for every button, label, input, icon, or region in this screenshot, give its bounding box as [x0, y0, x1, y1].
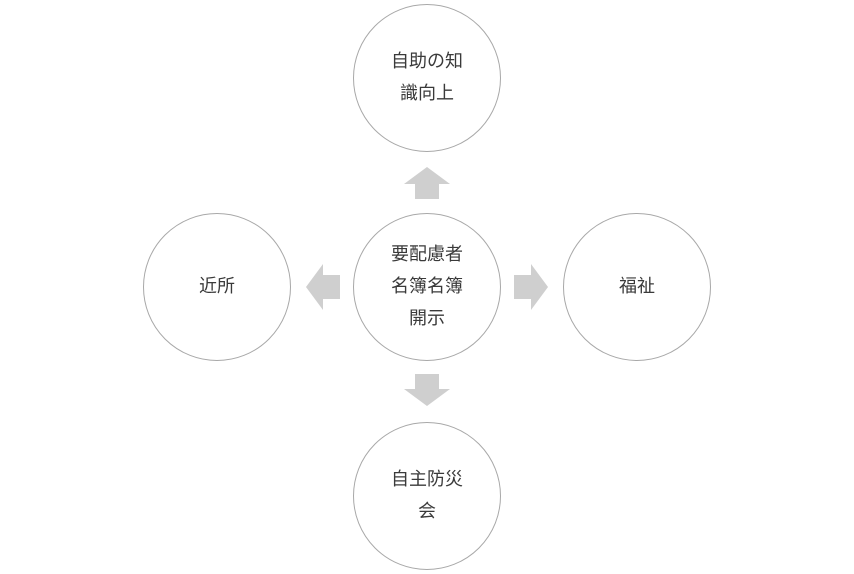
node-welfare: 福祉 [563, 213, 711, 361]
arrow-left-icon [306, 264, 340, 310]
node-neighborhood: 近所 [143, 213, 291, 361]
node-self-help-knowledge: 自助の知 識向上 [353, 4, 501, 152]
node-label-line: 会 [418, 501, 436, 522]
node-label-line: 識向上 [400, 83, 454, 104]
arrow-up-icon [404, 167, 450, 199]
node-label-line: 名簿名簿 [391, 276, 463, 297]
node-center-disclosure: 要配慮者 名簿名簿 開示 [353, 213, 501, 361]
node-label-line: 自助の知 [391, 51, 463, 72]
node-label: 自助の知 識向上 [391, 46, 463, 110]
node-label-line: 要配慮者 [391, 244, 463, 265]
node-label-line: 近所 [199, 276, 235, 297]
node-disaster-prevention-association: 自主防災 会 [353, 422, 501, 570]
node-label: 自主防災 会 [391, 464, 463, 528]
node-label-line: 自主防災 [391, 469, 463, 490]
node-label-line: 開示 [409, 308, 445, 329]
node-label: 福祉 [619, 271, 655, 303]
node-label: 要配慮者 名簿名簿 開示 [391, 239, 463, 335]
node-label-line: 福祉 [619, 276, 655, 297]
arrow-right-icon [514, 264, 548, 310]
node-label: 近所 [199, 271, 235, 303]
arrow-down-icon [404, 374, 450, 406]
